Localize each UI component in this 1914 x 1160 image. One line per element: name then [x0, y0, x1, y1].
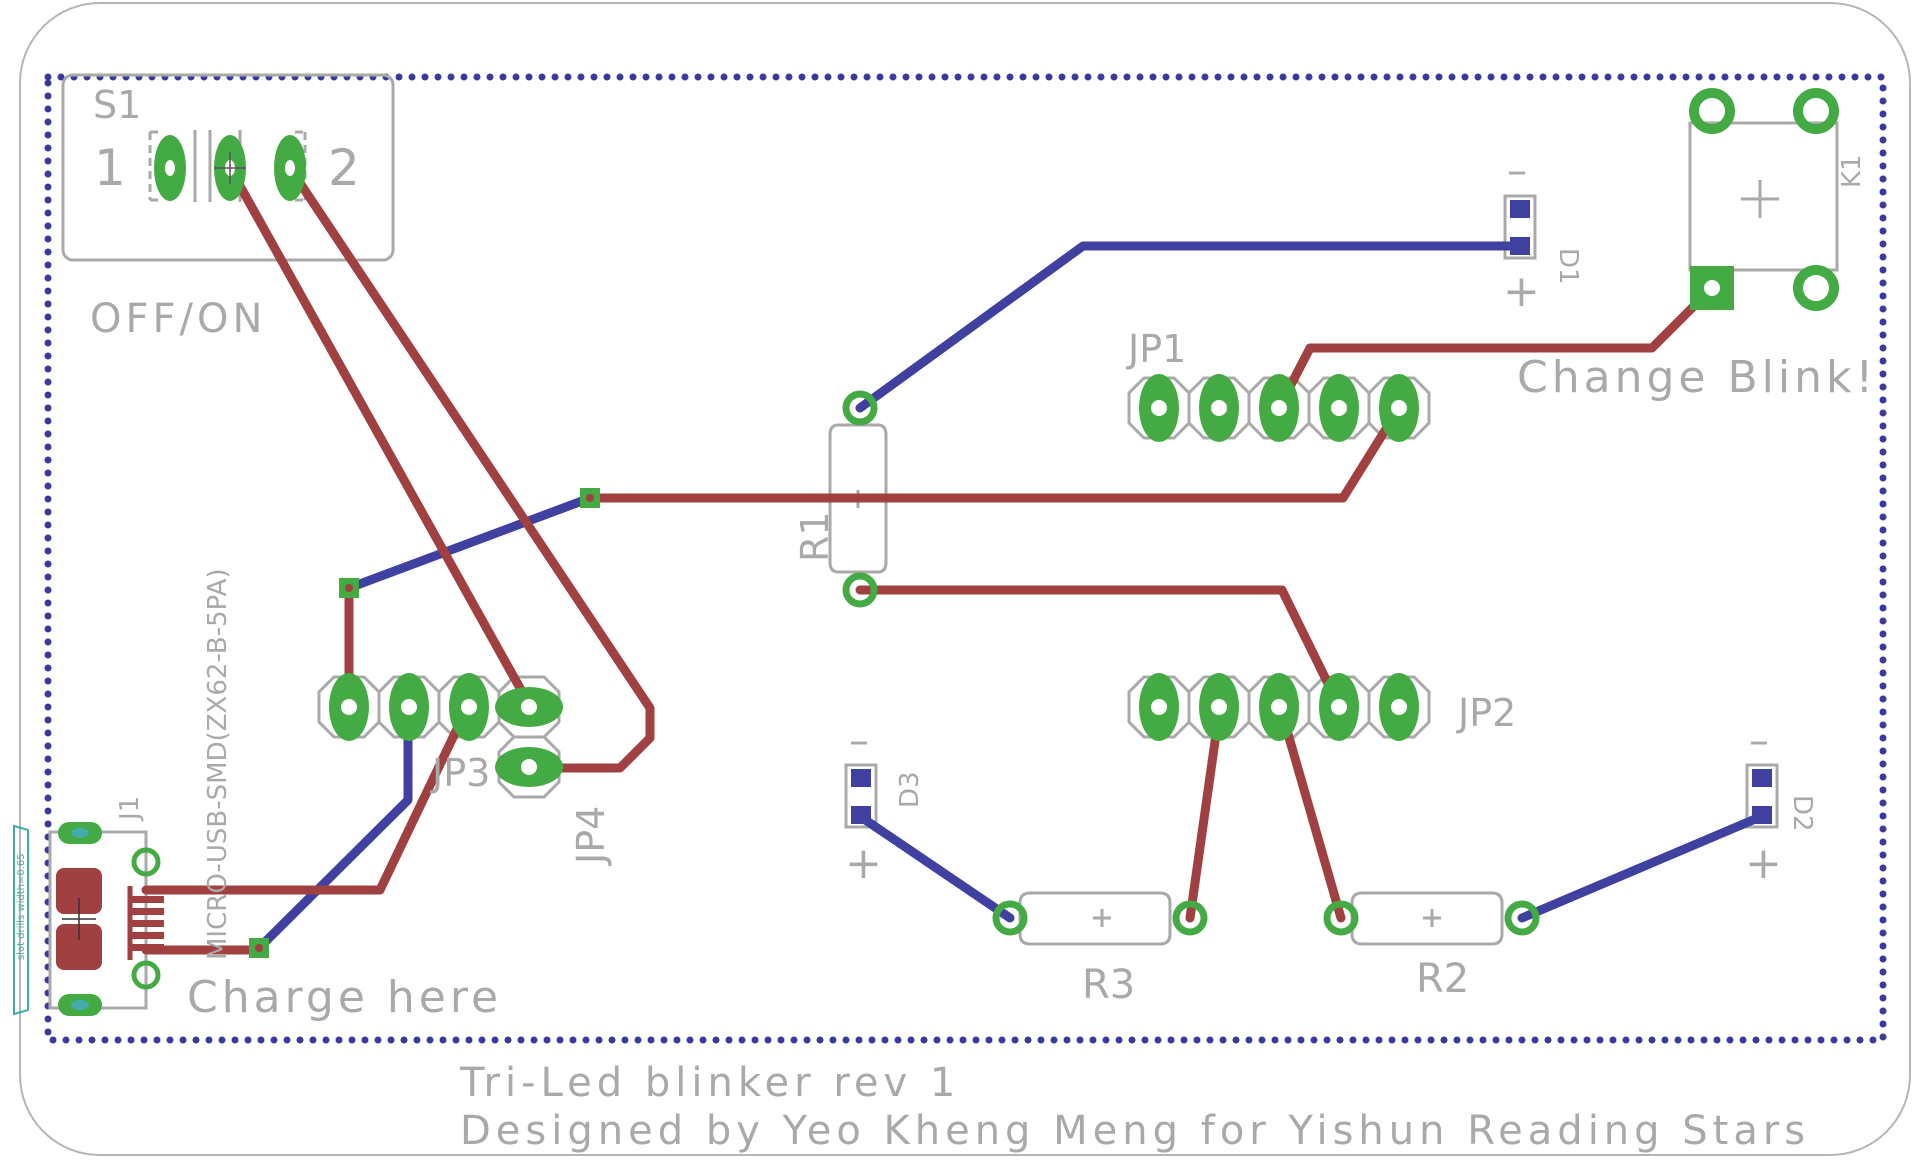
d2-minus-label: –: [1749, 718, 1769, 764]
j1-label: J1: [115, 796, 145, 822]
d3-plus-label: +: [845, 838, 882, 889]
pads-layer: [56, 88, 1839, 1016]
bottom-copper-traces: [254, 241, 1765, 953]
change-blink-label: Change Blink!: [1517, 352, 1877, 403]
r3-label: R3: [1082, 962, 1135, 1008]
jp2-label: JP2: [1456, 691, 1516, 735]
d2-label: D2: [1787, 795, 1817, 832]
ground-plane-outline: [44, 73, 1887, 1044]
charge-here-label: Charge here: [187, 972, 502, 1023]
off-on-label: OFF/ON: [90, 296, 266, 342]
usb-part-label: MICRO-USB-SMD(ZX62-B-5PA): [203, 568, 233, 960]
labels-layer: S1 1 2 OFF/ON – + D1 K1 JP1 Change Blink…: [16, 83, 1877, 1154]
d3-label: D3: [895, 771, 925, 808]
d1-label: D1: [1553, 248, 1583, 285]
s1-pin2-label: 2: [328, 139, 360, 197]
d1-minus-label: –: [1507, 148, 1527, 194]
k1-label: K1: [1837, 154, 1867, 188]
usb-edge-note: slot drills width=0.65: [16, 853, 27, 960]
s1-pin1-label: 1: [94, 139, 126, 197]
jp4-label: JP4: [569, 806, 613, 866]
r2-label: R2: [1416, 956, 1469, 1002]
d2-plus-label: +: [1745, 838, 1782, 889]
board-title-line1: Tri-Led blinker rev 1: [459, 1060, 960, 1106]
jp1-label: JP1: [1126, 327, 1186, 371]
silkscreen-layer: [13, 73, 1839, 1016]
board-title-line2: Designed by Yeo Kheng Meng for Yishun Re…: [460, 1108, 1810, 1154]
s1-label: S1: [93, 83, 141, 127]
d1-plus-label: +: [1503, 266, 1540, 317]
jp3-label: JP3: [430, 751, 490, 795]
board-outline: [19, 2, 1911, 1156]
d3-minus-label: –: [849, 718, 869, 764]
r1-label: R1: [793, 511, 837, 562]
